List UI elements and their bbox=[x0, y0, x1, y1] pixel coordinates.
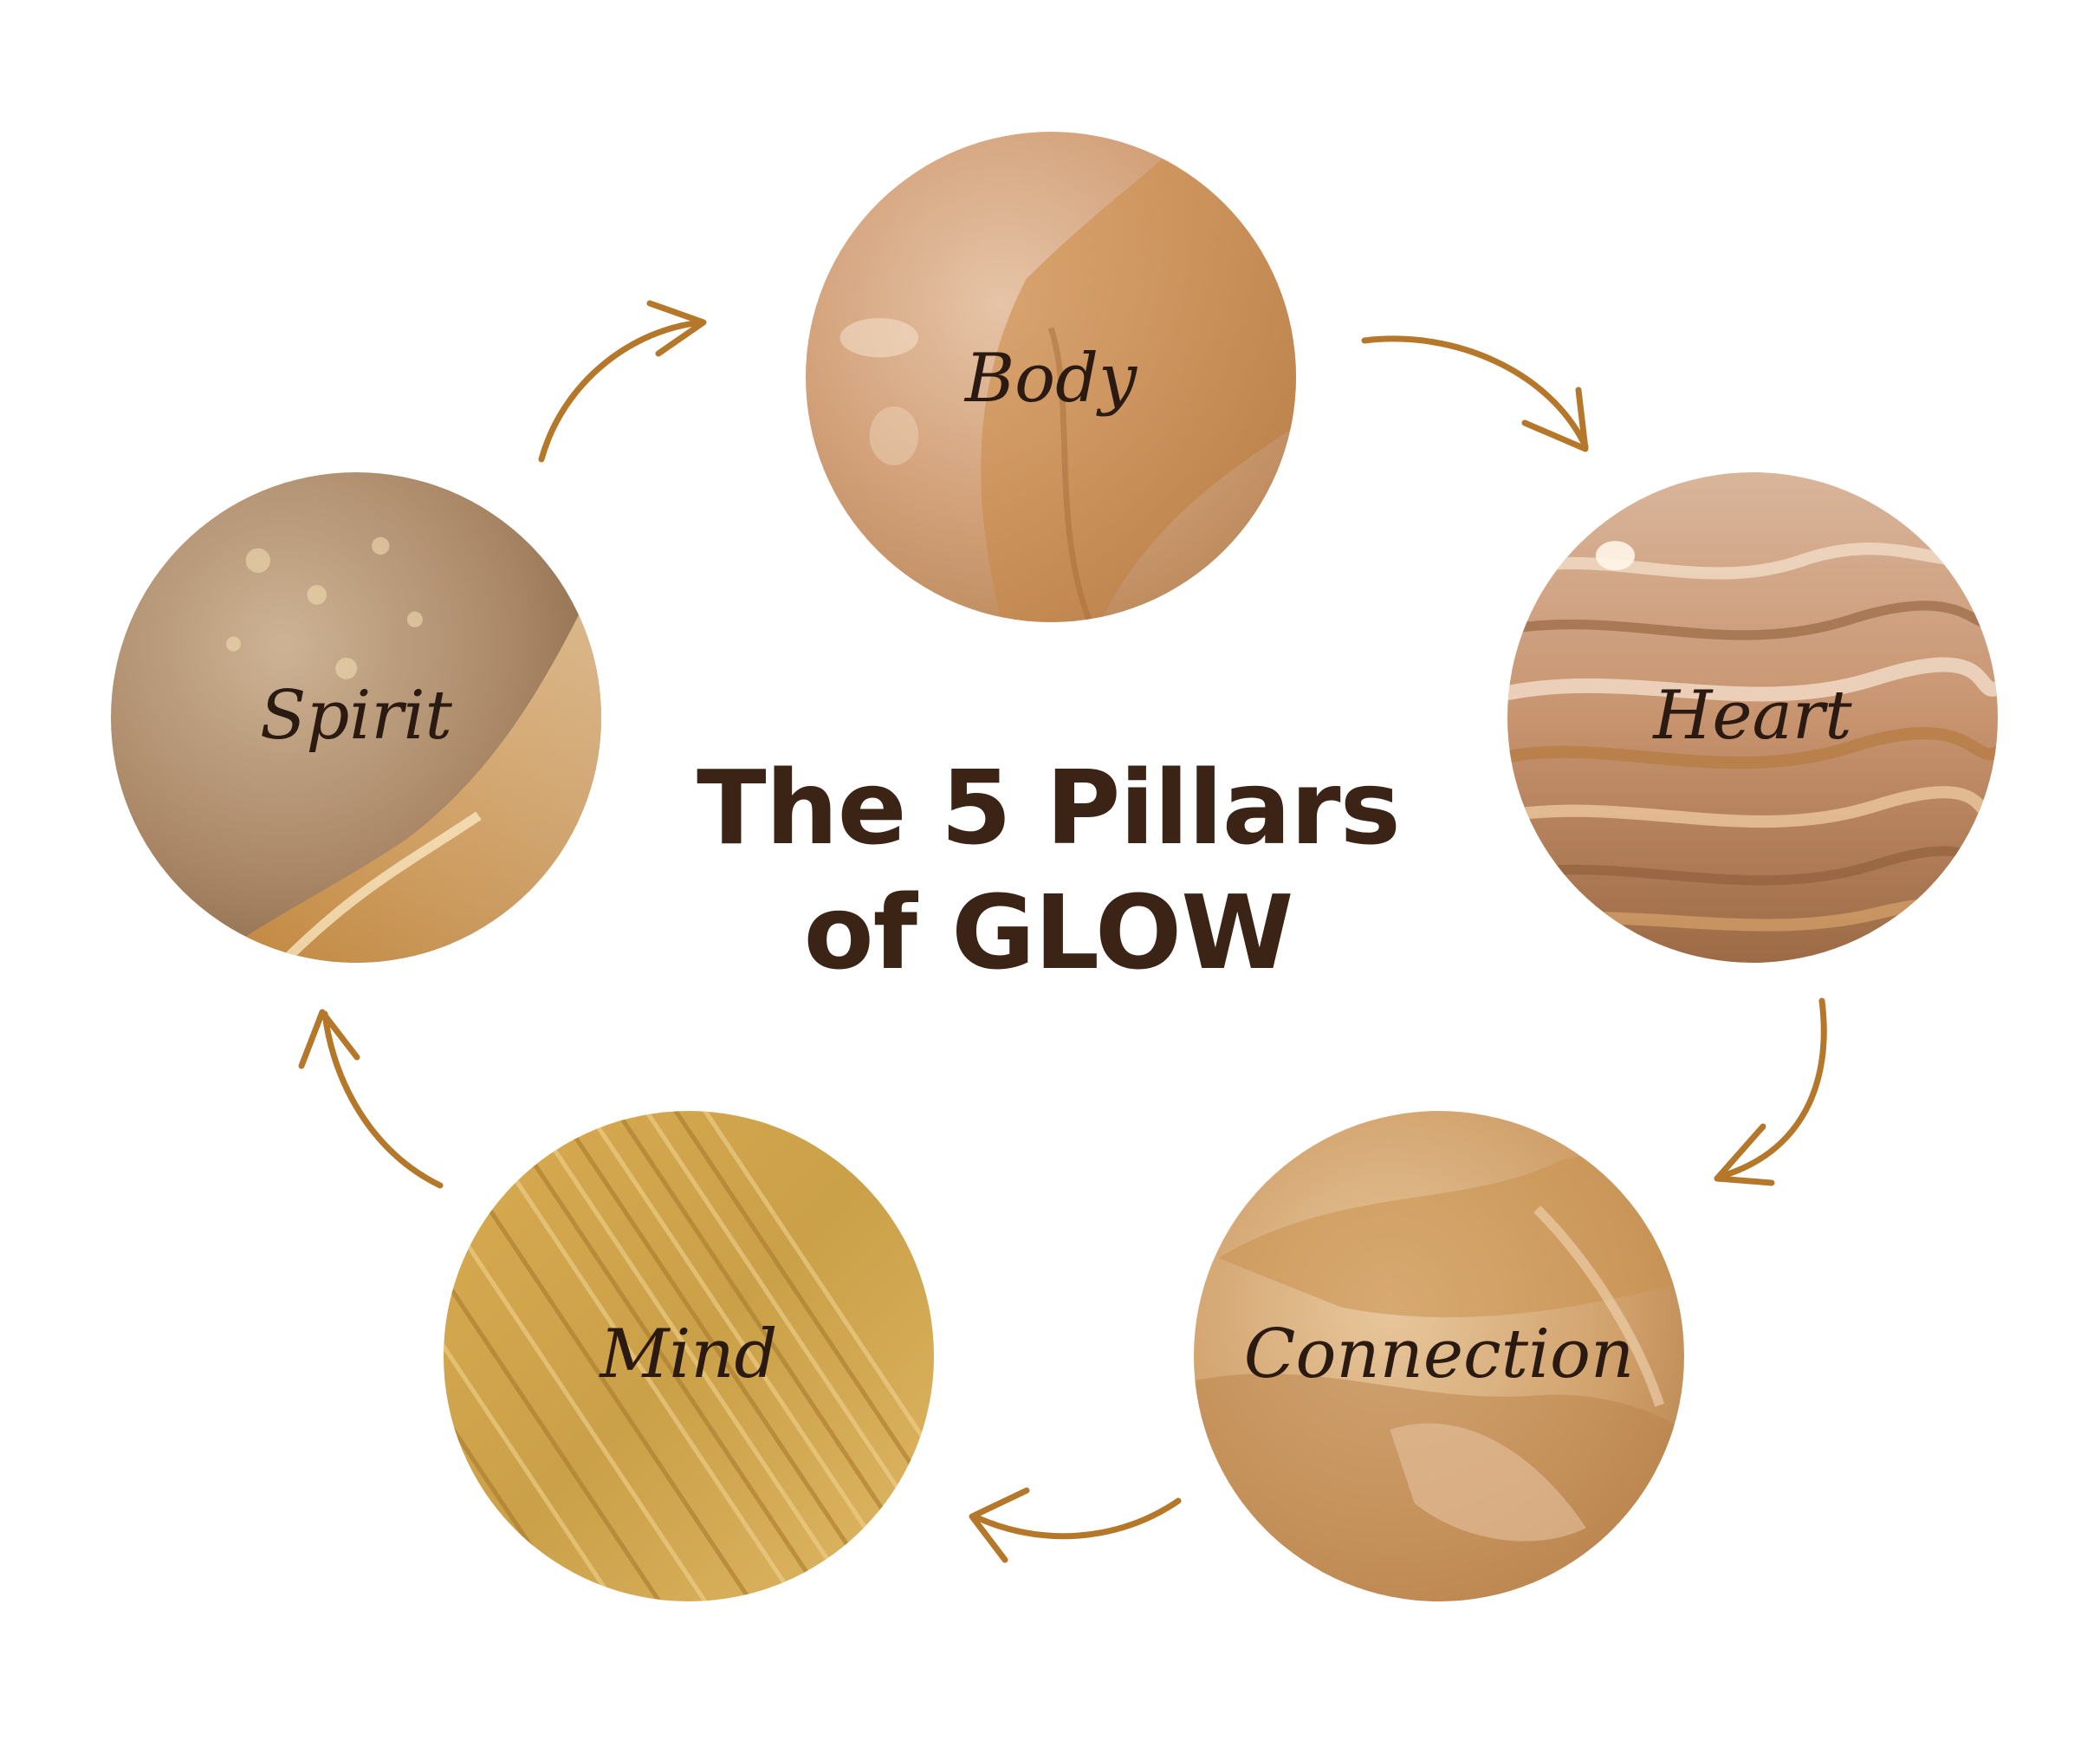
connection-texture-image bbox=[1194, 1111, 1684, 1601]
arrow-mind-to-spirit bbox=[298, 1009, 444, 1189]
arrow-body-to-heart bbox=[1361, 335, 1589, 452]
diagram-title: The 5 Pillars of GLOW bbox=[572, 745, 1525, 995]
spirit-texture-image bbox=[111, 472, 601, 963]
pillar-connection: Connection bbox=[1194, 1111, 1684, 1601]
mind-texture-image bbox=[444, 1111, 934, 1601]
pillar-label-heart: Heart bbox=[1653, 677, 1852, 755]
pillar-body: Body bbox=[806, 132, 1296, 622]
pillar-label-connection: Connection bbox=[1243, 1315, 1635, 1393]
heart-texture-image bbox=[1507, 472, 1998, 963]
pillar-label-mind: Mind bbox=[600, 1315, 778, 1393]
arrow-connection-to-mind bbox=[969, 1487, 1182, 1563]
pillar-heart: Heart bbox=[1507, 472, 1998, 963]
pillar-label-spirit: Spirit bbox=[260, 677, 452, 755]
pillar-label-body: Body bbox=[964, 340, 1138, 418]
title-line-2: of GLOW bbox=[803, 873, 1294, 992]
arrow-heart-to-connection bbox=[1714, 997, 1827, 1186]
body-texture-image bbox=[806, 132, 1296, 622]
arrow-spirit-to-body bbox=[538, 300, 707, 463]
pillar-mind: Mind bbox=[444, 1111, 934, 1601]
pillar-spirit: Spirit bbox=[111, 472, 601, 963]
title-line-1: The 5 Pillars bbox=[697, 748, 1401, 867]
